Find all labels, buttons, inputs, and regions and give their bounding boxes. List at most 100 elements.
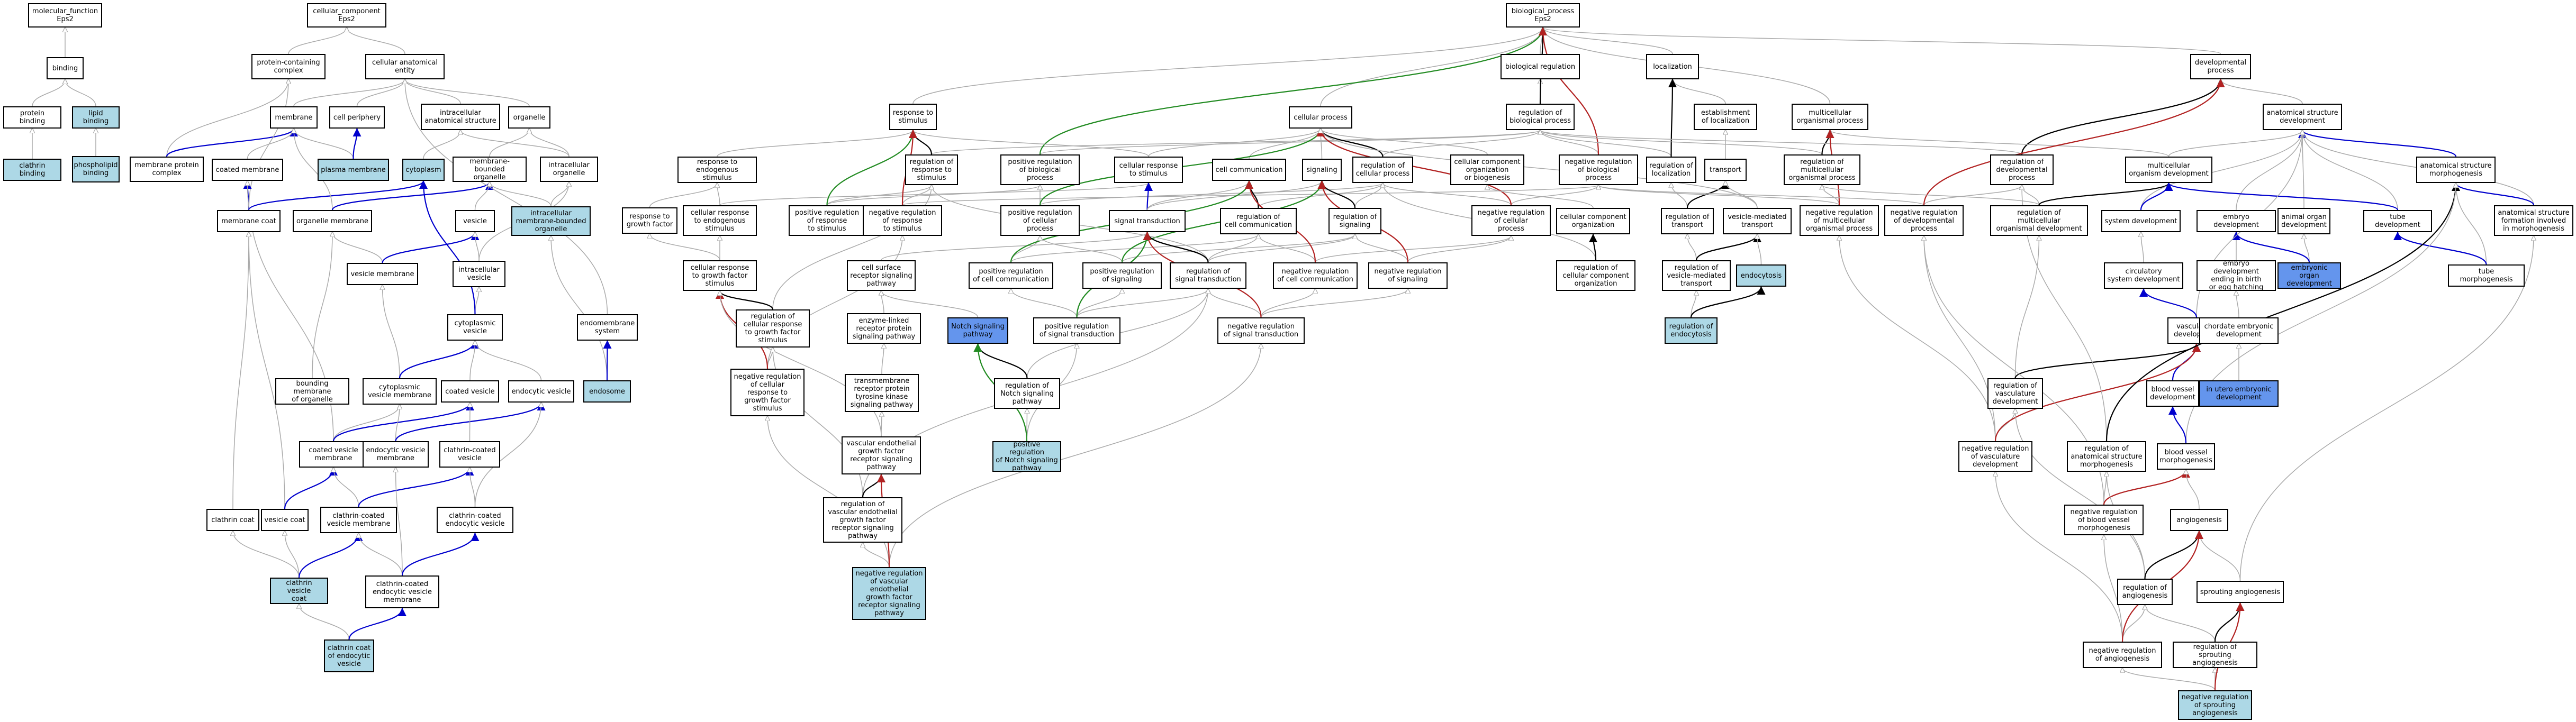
node-prrs: positive regulation of response to stimu…: [789, 205, 865, 236]
node-crgf: cellular response to growth factor stimu…: [683, 260, 757, 291]
edge-intraorg-ias: [460, 130, 570, 157]
node-endocytosis: endocytosis: [1736, 264, 1786, 287]
edge-rcc-rcp: [1258, 183, 1383, 208]
edge-prsig-prcp: [1040, 236, 1123, 263]
node-chordev: chordate embryonic development: [2199, 317, 2279, 344]
edge-rvmt-vmt: [1695, 234, 1761, 261]
node-sysdev: system development: [2101, 210, 2181, 232]
node-vesicle: vesicle: [455, 210, 495, 232]
edge-cvmem-coatedves: [332, 402, 474, 442]
edge-nrsprout-nrangio: [2122, 668, 2216, 691]
edge-plasma-membrane: [294, 129, 354, 159]
edge-nrangio-nrbvm: [2104, 535, 2123, 642]
edge-orgmem-mbo: [331, 181, 494, 211]
node-tmrptk: transmembrane receptor protein tyrosine …: [845, 374, 919, 412]
node-rmop: regulation of multicellular organismal p…: [1784, 154, 1860, 185]
edge-ccev-ccv: [470, 468, 476, 507]
edge-memcoat-cytoplasm: [248, 180, 428, 211]
node-rtrans: regulation of transport: [1661, 208, 1714, 234]
node-endoves: endocytic vesicle: [508, 380, 574, 403]
node-transport: transport: [1704, 159, 1747, 181]
node-coatedves: coated vesicle: [441, 380, 499, 403]
node-vescoat: vesicle coat: [261, 509, 309, 531]
node-angio: angiogenesis: [2170, 509, 2228, 531]
node-cres: cellular response to endogenous stimulus: [683, 205, 757, 236]
edge-cres-rtes: [717, 183, 720, 206]
node-rrs: regulation of response to stimulus: [905, 154, 958, 185]
node-cperiph: cell periphery: [329, 106, 385, 129]
node-rasm: regulation of anatomical structure morph…: [2067, 441, 2146, 472]
edge-nrst-nrcc: [1260, 289, 1316, 318]
node-cellcomm: cell communication: [1212, 159, 1286, 181]
node-rcc: regulation of cell communication: [1220, 208, 1297, 234]
edge-cytoves-intraves: [474, 287, 480, 315]
edge-chordev-edbe: [2236, 291, 2239, 318]
edge-tubemorph-tubedev: [2393, 232, 2487, 265]
edge-ccorg-ccob: [1487, 185, 1594, 208]
node-rendo: regulation of endocytosis: [1665, 317, 1718, 344]
node-tubemorph: tube morphogenesis: [2448, 264, 2525, 287]
edge-imbo-mbo: [490, 182, 552, 207]
node-plasma: plasma membrane: [318, 159, 389, 181]
edge-nrcrgf-nrrs: [767, 236, 902, 369]
node-mf: molecular_function Eps2: [28, 3, 102, 28]
edge-nrvegf-nrst: [889, 344, 1261, 568]
node-clathcoat: clathrin coat: [206, 509, 259, 531]
edge-embdev-asd: [2236, 130, 2302, 211]
node-sigtrans: signal transduction: [1109, 210, 1186, 232]
node-signaling: signaling: [1302, 159, 1342, 181]
edge-rsprout-sprout: [2214, 602, 2245, 642]
edge-eod-aod: [2304, 234, 2310, 263]
node-cae: cellular anatomical entity: [365, 54, 445, 79]
node-nrst: negative regulation of signal transducti…: [1217, 317, 1305, 344]
node-nrbp: negative regulation of biological proces…: [1559, 154, 1638, 185]
node-nrvegf: negative regulation of vascular endothel…: [852, 567, 926, 620]
edge-rasm-asm: [2105, 182, 2460, 442]
node-rcp: regulation of cellular process: [1352, 157, 1413, 183]
edge-sprout-asfm: [2239, 236, 2534, 581]
node-membrane: membrane: [270, 106, 318, 129]
edge-angio-bvm: [2186, 470, 2200, 509]
edge-csrsp-sigtrans: [881, 232, 1147, 261]
node-ccvm: clathrin-coated vesicle membrane: [320, 507, 397, 533]
edge-rts-bp: [912, 28, 1543, 104]
edge-rvmt-rtrans: [1687, 234, 1697, 261]
edge-rloc-rbp: [1540, 130, 1672, 157]
edge-ccob-cellproc: [1321, 129, 1488, 155]
edge-prrs-rts: [826, 130, 917, 206]
edge-cellproc-bp: [1320, 28, 1543, 107]
edge-eod-embdev: [2232, 232, 2310, 263]
edge-rmop-rbp: [1540, 130, 1823, 155]
edge-cvmem-cvm: [333, 405, 400, 442]
edge-sigtrans-crs: [1144, 182, 1153, 211]
edge-cvc-ccvm: [298, 533, 363, 578]
node-orgmem: organelle membrane: [293, 210, 372, 232]
node-rsig: regulation of signaling: [1328, 208, 1381, 234]
node-cvmem: coated vesicle membrane: [299, 441, 368, 468]
edge-nrvd-nrmop: [1839, 236, 1996, 442]
node-nrcrgf: negative regulation of cellular response…: [730, 369, 805, 416]
node-ccob: cellular component organization or bioge…: [1450, 154, 1524, 185]
edge-tmrptk-elrp: [882, 344, 884, 374]
edge-endosys-cae: [405, 79, 608, 315]
node-asm: anatomical structure morphogenesis: [2416, 157, 2496, 183]
edge-nrbvm-bvm: [2103, 469, 2190, 505]
node-nrsprout: negative regulation of sprouting angioge…: [2178, 690, 2252, 720]
edge-prbp-bp: [1039, 27, 1547, 155]
node-rvd: regulation of vasculature development: [1987, 378, 2043, 409]
edge-ccvm-ccv: [358, 467, 474, 507]
node-organelle: organelle: [508, 106, 550, 129]
node-vesmem: vesicle membrane: [347, 263, 418, 285]
edge-prrs-rrs: [826, 185, 932, 206]
edge-pcc-cc: [288, 28, 347, 54]
edge-evm-endoves: [395, 402, 546, 442]
edge-asfm-asm: [2452, 182, 2535, 206]
edge-ccv-coatedves: [470, 403, 471, 442]
node-notch: Notch signaling pathway: [947, 317, 1008, 344]
edge-crs-rts: [913, 130, 1149, 157]
edge-cres-crs: [719, 183, 1149, 206]
edge-prsig-rsig: [1122, 234, 1355, 263]
edge-sigtrans-cellcomm: [1146, 181, 1250, 211]
edge-prcc-prcp: [1010, 236, 1040, 263]
edge-ccoev-ccevm: [348, 608, 406, 640]
